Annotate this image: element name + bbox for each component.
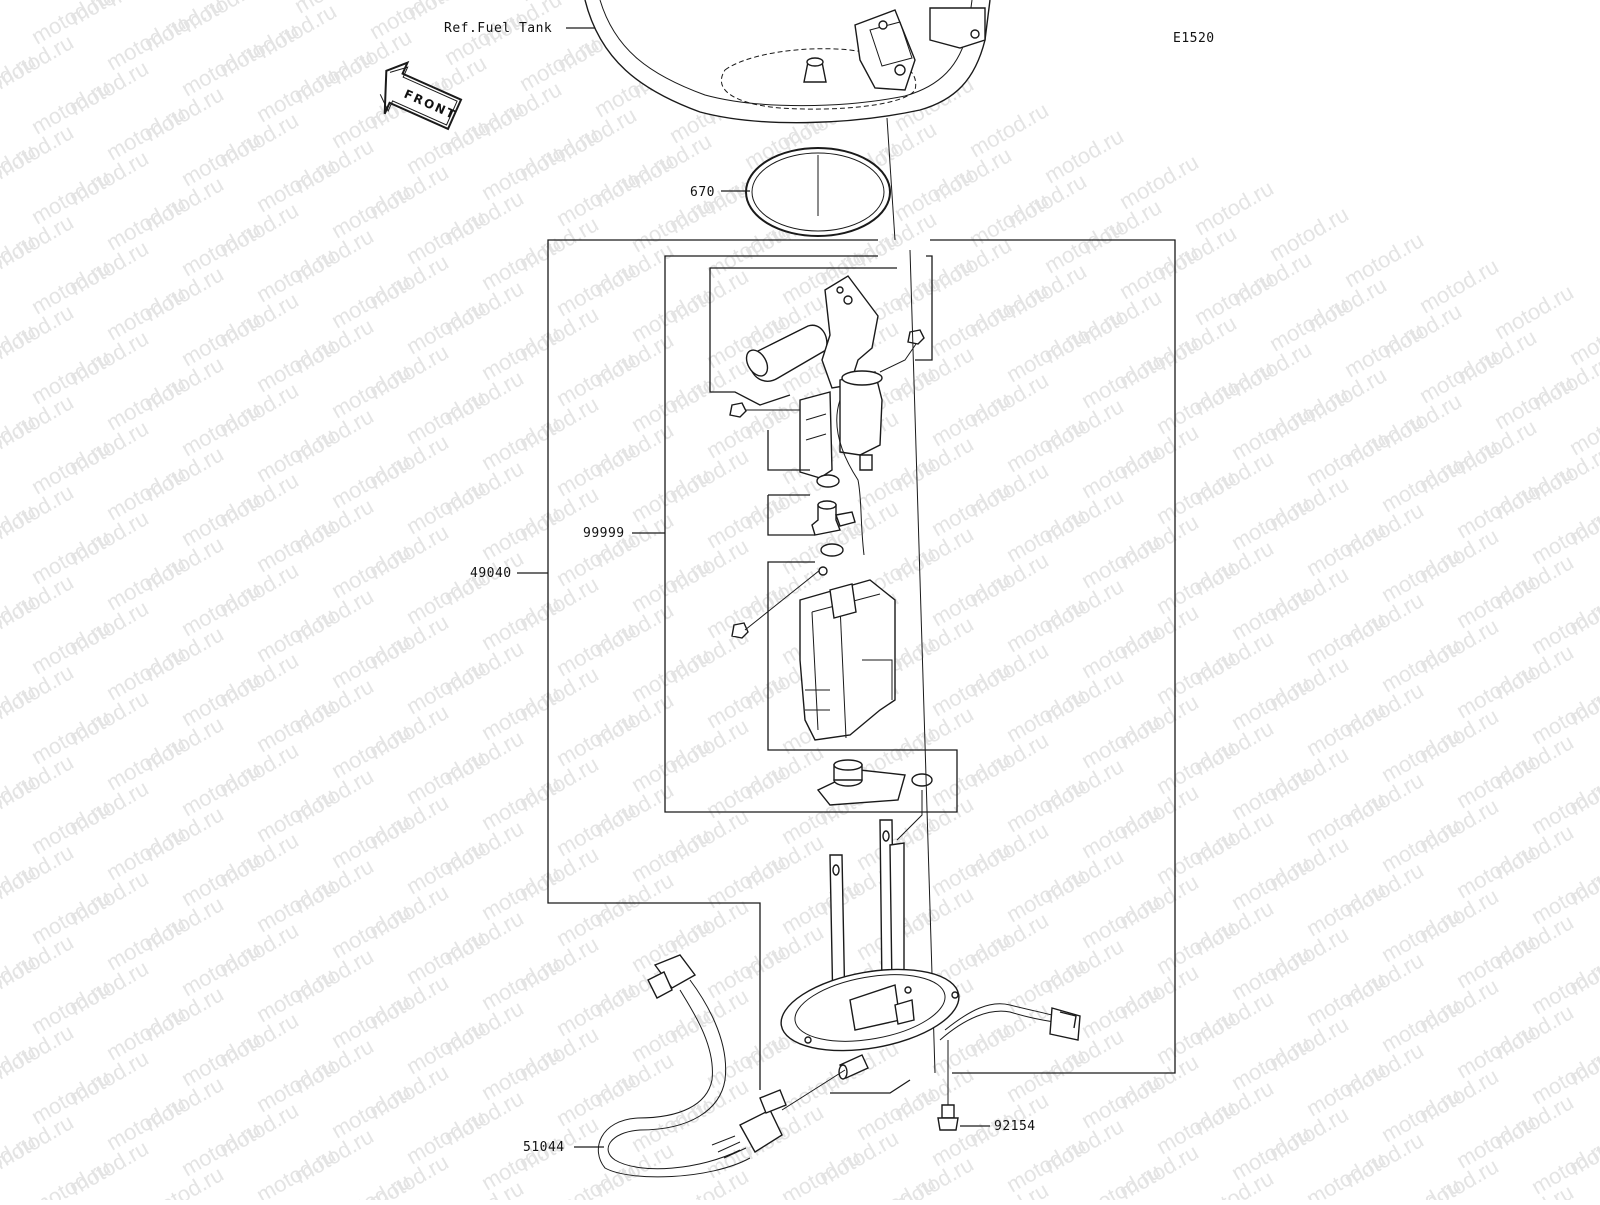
watermark-text: motod.ru [1077,1158,1165,1200]
o-ring-lower [820,543,844,557]
pump-base-drawing [816,759,906,806]
watermark-text: motod.ru [0,183,3,248]
watermark-text: motod.ru [0,723,3,788]
nut-top-right [879,329,925,373]
watermark-text: motod.ru [0,903,3,968]
regulator-bracket-drawing [799,275,883,479]
nut-left-top [729,402,800,418]
wire-harness-drawing [939,1003,1081,1041]
flange-outlet-drawing [838,1054,869,1080]
bracket-99999-right [915,255,933,361]
o-ring-upper [816,474,840,488]
watermark-text: motod.ru [252,1142,340,1200]
gasket-ring-670 [745,147,891,237]
watermark-text: motod.ru [327,1168,415,1200]
fuel-hose-51044-drawing [597,954,846,1178]
fuel-pump-body-drawing [799,579,896,741]
fuel-tank-drawing [584,0,991,124]
internal-wire [836,399,865,556]
watermark-text: motod.ru [0,813,3,878]
diagram-code: E1520 [1173,31,1215,46]
washer-leader [896,790,923,841]
watermark-text: motod.ru [0,633,3,698]
screw-diagonal [731,566,828,639]
sub-bracket-filter [709,267,897,406]
watermark-text: motod.ru [0,1083,3,1148]
fuel-filter-drawing [745,324,828,382]
watermark-text: motod.ru [1302,1146,1390,1200]
watermark-text: motod.ru [0,93,3,158]
bracket-99999-left [664,255,958,813]
pump-struts-drawing [829,819,905,1011]
watermark-text: motod.ru [777,1144,865,1200]
ref-fuel-tank-label: Ref.Fuel Tank [444,21,552,36]
watermark-text: motod.ru [0,0,78,4]
part-label-99999: 99999 [583,526,625,541]
watermark-text: motod.ru [1377,1172,1465,1200]
bolt-92154-drawing [937,1104,959,1131]
watermark-text: motod.ru [0,993,3,1058]
watermark-text: motod.ru [27,1154,115,1200]
part-label-92154: 92154 [994,1119,1036,1134]
watermark-text: motod.ru [0,3,3,68]
part-label-49040: 49040 [470,566,512,581]
watermark-text: motod.ru [0,543,3,608]
bracket-bottom [830,1079,911,1094]
watermark-text: motod.ru [0,363,3,428]
sub-bracket-valve [767,495,815,536]
watermark-text: motod.ru [0,1173,3,1200]
watermark-text: motod.ru [0,0,40,23]
sub-bracket-pump [767,561,935,751]
part-label-51044: 51044 [523,1140,565,1155]
sub-bracket-oring-upper [767,430,810,471]
bracket-49040-left [547,239,878,1090]
bracket-49040-right [930,239,1176,1074]
check-valve-drawing [811,500,856,536]
watermark-text: motod.ru [852,1170,940,1200]
washer-right [911,773,933,787]
pump-flange-drawing [780,968,960,1052]
right-axis-line [909,249,936,1074]
watermark-text: motod.ru [0,453,3,518]
part-label-670: 670 [690,185,715,200]
center-axis-line [886,117,896,241]
watermark-text: motod.ru [0,273,3,338]
watermark-text: motod.ru [552,1156,640,1200]
